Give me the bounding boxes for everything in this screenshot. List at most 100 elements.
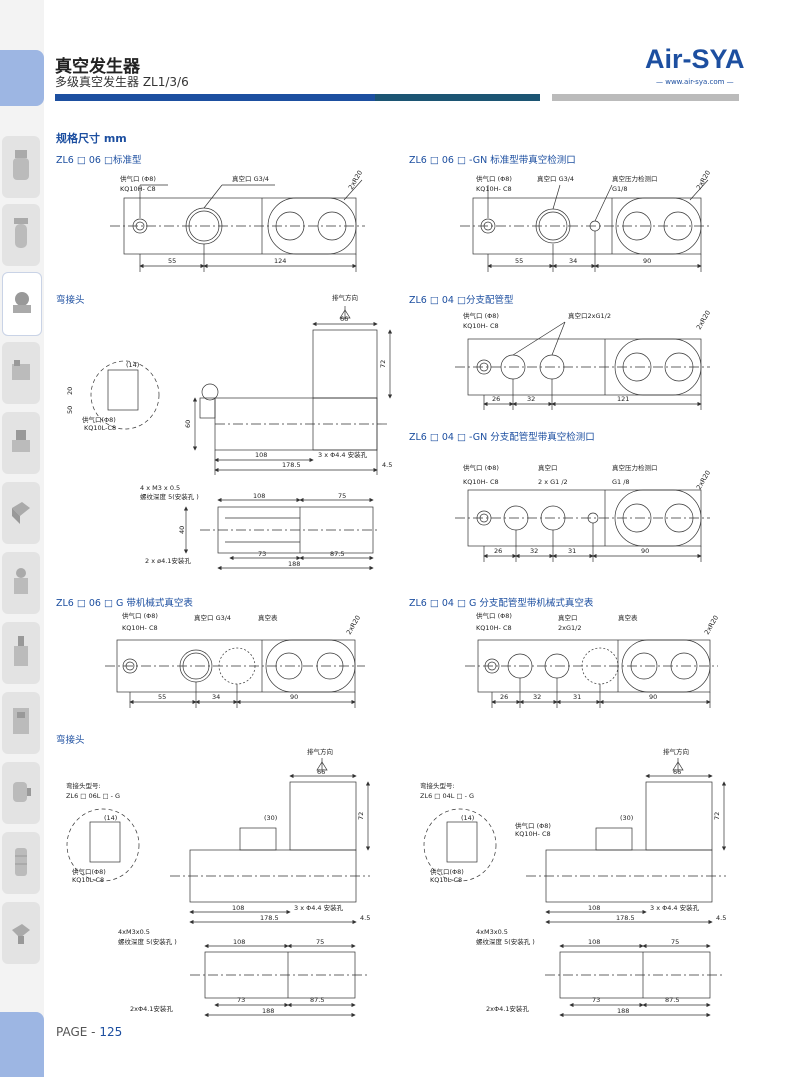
drawing-branch-gn: [455, 489, 710, 562]
dim-14: (14): [461, 814, 474, 822]
sidebar: [0, 0, 44, 1077]
label-thread: 螺纹深度 5(安装孔 ): [476, 937, 535, 946]
brand-logo: Air-SYA: [645, 44, 745, 74]
label-supply: 供气口 (Φ8): [476, 174, 512, 183]
regulator-icon: [14, 568, 28, 594]
label-kq10l: KQ10L-C8: [84, 424, 116, 432]
sidebar-tab-switch[interactable]: [2, 692, 40, 754]
dim-14: (14): [126, 361, 139, 369]
dim-31: 31: [573, 693, 581, 701]
sidebar-tab-vacuum[interactable]: [2, 272, 42, 336]
label-holes-41b: 2xΦ4.1安装孔: [486, 1004, 529, 1013]
sidebar-tab-block[interactable]: [2, 482, 40, 544]
caption-branch-gn: ZL6 □ 04 □ -GN 分支配管型带真空检测口: [409, 432, 595, 443]
dim-90: 90: [641, 547, 649, 555]
label-supply: 供气口 (Φ8): [463, 311, 499, 320]
header-bar-blue: [55, 94, 375, 101]
dim-75: 75: [671, 938, 679, 946]
dim-4-5: 4.5: [716, 914, 726, 922]
label-m3b: 4xM3x0.5: [476, 928, 508, 936]
label-g18: G1/8: [612, 185, 628, 193]
label-r20: 2xR20: [695, 469, 712, 491]
dim-108: 108: [588, 904, 600, 912]
dim-108: 108: [255, 451, 267, 459]
dim-73: 73: [592, 996, 600, 1004]
dim-72: 72: [379, 360, 387, 368]
drawing-elbow-side-2: [66, 758, 371, 1018]
dim-87-5: 87.5: [330, 550, 344, 558]
label-supply2: 供气口(Φ8): [82, 415, 116, 424]
sidebar-tab-manifold[interactable]: [2, 902, 40, 964]
sidebar-tab-cylinder[interactable]: [2, 762, 40, 824]
dim-50: 50: [66, 406, 74, 414]
label-elbow-model: 弯接头型号:: [66, 781, 101, 790]
block-icon: [12, 502, 30, 524]
sidebar-bottom-tab: [0, 1012, 44, 1077]
dim-4-5: 4.5: [360, 914, 370, 922]
dim-87-5: 87.5: [665, 996, 679, 1004]
label-supply: 供气口 (Φ8): [122, 611, 158, 620]
brand-url: — www.air-sya.com —: [656, 78, 734, 86]
silencer-icon: [15, 848, 27, 876]
label-kq10h: KQ10H- C8: [120, 185, 156, 193]
dim-75: 75: [338, 492, 346, 500]
dim-108: 108: [232, 904, 244, 912]
caption-standard-g: ZL6 □ 06 □ G 带机械式真空表: [56, 598, 193, 609]
lubricator-icon: [14, 218, 28, 248]
sidebar-tab-regulator[interactable]: [2, 552, 40, 614]
caption-standard-gn: ZL6 □ 06 □ -GN 标准型带真空检测口: [409, 155, 576, 166]
label-thread: 螺纹深度 5(安装孔 ): [118, 937, 177, 946]
header-bar-grey: [552, 94, 739, 101]
label-gauge: 真空表: [618, 613, 638, 622]
label-supply: 供气口 (Φ8): [463, 463, 499, 472]
drawing-standard-gn: [460, 179, 710, 272]
fitting-icon: [12, 430, 30, 452]
label-m3b: 4xM3x0.5: [118, 928, 150, 936]
drawing-standard: [110, 179, 365, 272]
sidebar-tab-valve[interactable]: [2, 342, 40, 404]
label-holes-41: 2 x ø4.1安装孔: [145, 556, 191, 565]
label-supply2: 供气口(Φ8): [430, 867, 464, 876]
sidebar-tab-filter[interactable]: [2, 136, 40, 198]
dim-73: 73: [258, 550, 266, 558]
label-holes-44: 3 x Φ4.4 安装孔: [294, 903, 344, 912]
label-r20: 2xR20: [695, 309, 712, 331]
dim-32: 32: [530, 547, 538, 555]
label-elbow-model: 弯接头型号:: [420, 781, 455, 790]
dim-75: 75: [316, 938, 324, 946]
label-model-b: ZL6 □ 04L □ - G: [420, 792, 474, 800]
dim-73: 73: [237, 996, 245, 1004]
label-gauge: 真空表: [258, 613, 278, 622]
caption-branch-g: ZL6 □ 04 □ G 分支配管型带机械式真空表: [409, 598, 594, 609]
page-subtitle: 多级真空发生器 ZL1/3/6: [55, 75, 189, 89]
dim-188: 188: [617, 1007, 629, 1015]
label-supply: 供气口 (Φ8): [120, 174, 156, 183]
sidebar-tab-lubricator[interactable]: [2, 204, 40, 266]
dim-34: 34: [569, 257, 577, 265]
dim-178: 178.5: [616, 914, 635, 922]
drawing-elbow-side-1: [90, 306, 393, 475]
sidebar-tab-sensor[interactable]: [2, 622, 40, 684]
dim-32: 32: [533, 693, 541, 701]
header-bar-teal: [375, 94, 540, 101]
caption-elbow-1: 弯接头: [56, 295, 85, 306]
label-vac-2g12: 真空口2xG1/2: [568, 311, 611, 320]
label-kq10h: KQ10H- C8: [122, 624, 158, 632]
dim-30: (30): [620, 814, 633, 822]
dim-188: 188: [288, 560, 300, 568]
dim-55: 55: [168, 257, 176, 265]
label-2g12: 2 x G1 /2: [538, 478, 568, 486]
switch-icon: [13, 708, 29, 734]
label-pressure-port: 真空压力检测口: [612, 174, 658, 183]
label-kq10h: KQ10H- C8: [463, 478, 499, 486]
sidebar-tab-silencer[interactable]: [2, 832, 40, 894]
dim-32: 32: [527, 395, 535, 403]
label-2g12b: 2xG1/2: [558, 624, 581, 632]
sidebar-tab-fitting[interactable]: [2, 412, 40, 474]
label-pressure-port: 真空压力检测口: [612, 463, 658, 472]
drawing-standard-g: [105, 639, 365, 708]
dim-31: 31: [568, 547, 576, 555]
dim-90: 90: [649, 693, 657, 701]
label-kq10h: KQ10H- C8: [515, 830, 551, 838]
